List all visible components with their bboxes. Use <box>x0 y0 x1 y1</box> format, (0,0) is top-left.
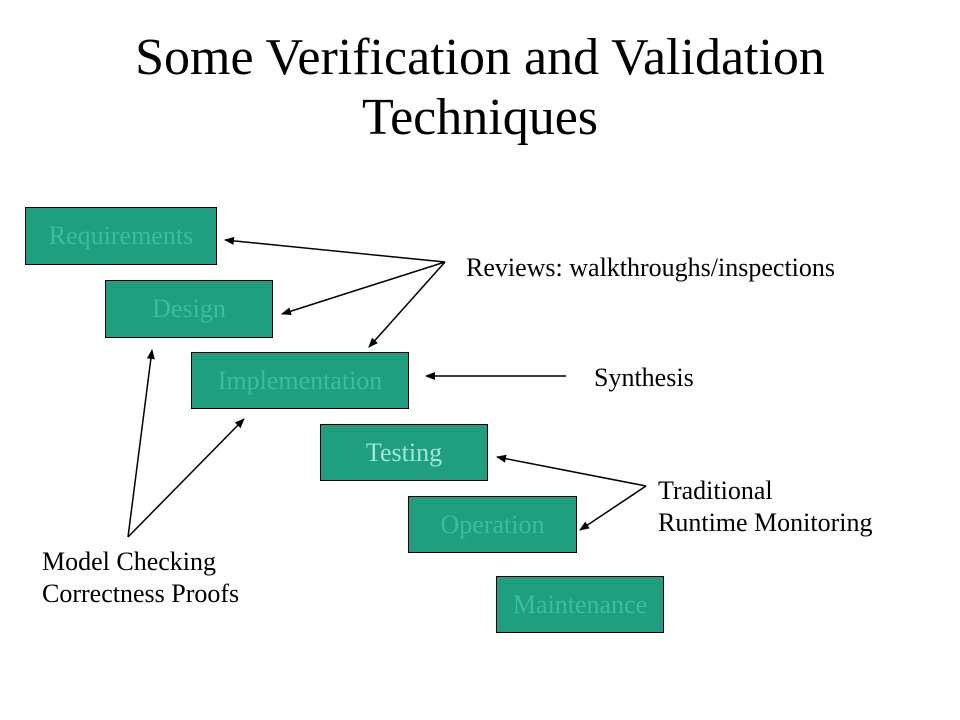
title-line-2: Techniques <box>361 89 599 146</box>
reviews-label: Reviews: walkthroughs/inspections <box>466 252 835 284</box>
stage-design: Design <box>105 280 273 338</box>
synthesis-label: Synthesis <box>594 362 694 394</box>
stage-requirements: Requirements <box>25 207 217 265</box>
runtime-line-2: Runtime Monitoring <box>658 508 873 537</box>
formal-methods-label: Model Checking Correctness Proofs <box>42 546 239 610</box>
stage-implementation-label: Implementation <box>217 365 383 395</box>
stage-operation: Operation <box>408 496 577 553</box>
stage-requirements-label: Requirements <box>48 221 194 250</box>
stage-testing-label: Testing <box>365 437 443 467</box>
arrow-runtime-to-operation <box>579 485 647 531</box>
runtime-monitoring-label: Traditional Runtime Monitoring <box>658 475 873 539</box>
arrow-formal-to-implementation <box>127 418 245 538</box>
arrow-reviews-to-requirements <box>224 236 446 263</box>
stage-maintenance-label: Maintenance <box>512 589 648 619</box>
stage-implementation: Implementation <box>191 352 409 409</box>
stage-design-label: Design <box>152 294 226 323</box>
reviews-text: Reviews: walkthroughs/inspections <box>466 253 836 282</box>
arrow-reviews-to-design <box>281 261 446 316</box>
stage-maintenance: Maintenance <box>496 576 664 633</box>
title-line-1: Some Verification and Validation <box>135 29 825 86</box>
runtime-line-1: Traditional <box>658 476 773 505</box>
arrow-formal-to-design <box>127 349 155 538</box>
stage-operation-label: Operation <box>440 509 545 539</box>
slide-title: Some Verification and Validation Techniq… <box>0 28 960 148</box>
synthesis-text: Synthesis <box>594 363 694 392</box>
arrow-reviews-to-implementation <box>368 261 446 348</box>
stage-testing: Testing <box>320 424 488 481</box>
formal-line-1: Model Checking <box>42 547 217 576</box>
formal-line-2: Correctness Proofs <box>42 579 240 608</box>
arrow-runtime-to-testing <box>496 454 647 487</box>
